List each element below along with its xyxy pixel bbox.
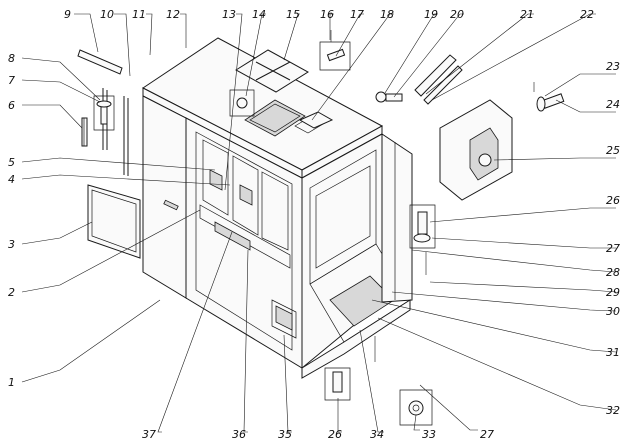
part-hinge-bracket-25 — [439, 99, 513, 201]
callout-23: 23 — [606, 60, 620, 73]
part-nut-14 — [229, 89, 255, 117]
callout-15: 15 — [286, 8, 300, 21]
part-bolt-26-upper — [409, 204, 436, 249]
callout-24: 24 — [606, 98, 620, 111]
callout-37: 37 — [142, 428, 156, 441]
callout-31: 31 — [606, 346, 620, 359]
callout-14: 14 — [252, 8, 266, 21]
callout-26-lower: 26 — [328, 428, 342, 441]
callout-27-upper: 27 — [606, 242, 620, 255]
callout-32: 32 — [606, 404, 620, 417]
callout-6: 6 — [8, 99, 15, 112]
part-pin-24 — [536, 93, 565, 112]
callout-18: 18 — [380, 8, 394, 21]
callout-9: 9 — [64, 8, 71, 21]
cab-body — [142, 37, 413, 379]
callout-27-lower: 27 — [480, 428, 494, 441]
callout-12: 12 — [166, 8, 180, 21]
callout-33: 33 — [422, 428, 436, 441]
callout-7: 7 — [8, 74, 15, 87]
callout-19: 19 — [424, 8, 438, 21]
part-bar-9 — [77, 49, 123, 75]
callout-17: 17 — [350, 8, 364, 21]
callout-26-upper: 26 — [606, 194, 620, 207]
part-plate-18 — [298, 111, 334, 129]
callout-30: 30 — [606, 305, 620, 318]
callout-25: 25 — [606, 144, 620, 157]
part-bolt-6 — [81, 117, 88, 147]
callout-36: 36 — [232, 428, 246, 441]
callout-16: 16 — [320, 8, 334, 21]
callout-13: 13 — [222, 8, 236, 21]
callout-20: 20 — [450, 8, 464, 21]
callout-22: 22 — [580, 8, 594, 21]
part-hinge-21-22 — [414, 54, 463, 105]
callout-labels: 1 2 3 4 5 6 7 8 9 10 11 12 13 14 15 16 1… — [8, 8, 620, 441]
callout-2: 2 — [8, 286, 15, 299]
part-bolt-17 — [319, 41, 351, 71]
callout-21: 21 — [520, 8, 534, 21]
callout-11: 11 — [132, 8, 146, 21]
callout-3: 3 — [8, 238, 15, 251]
part-bolt-19-20 — [375, 91, 403, 103]
callout-8: 8 — [8, 52, 15, 65]
callout-34: 34 — [370, 428, 384, 441]
part-left-panel — [87, 184, 141, 259]
leader-lines — [21, 13, 617, 433]
part-bolt-7-8 — [93, 95, 115, 131]
part-hatch-cover-15 — [235, 49, 309, 93]
part-washer-33 — [399, 389, 433, 426]
callout-5: 5 — [8, 156, 15, 169]
callout-1: 1 — [8, 376, 15, 389]
part-bolt-26-lower — [324, 367, 351, 401]
callout-4: 4 — [8, 173, 15, 186]
callout-28: 28 — [606, 266, 620, 279]
callout-29: 29 — [606, 286, 620, 299]
callout-35: 35 — [278, 428, 292, 441]
callout-10: 10 — [100, 8, 114, 21]
